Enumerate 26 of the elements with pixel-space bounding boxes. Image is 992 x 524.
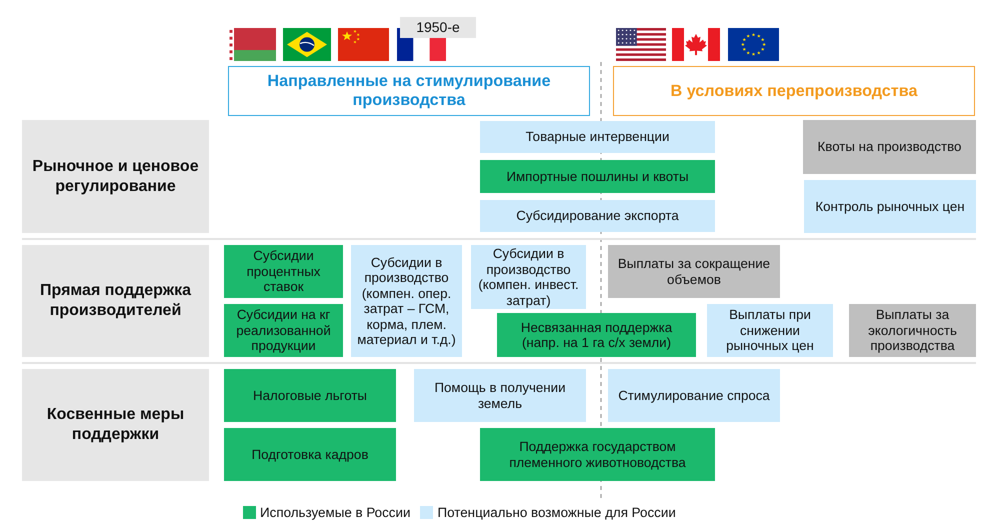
- measure-box: Помощь в получении земель: [414, 369, 586, 422]
- measure-box: Несвязанная поддержка (напр. на 1 га с/х земли): [497, 313, 696, 357]
- row-header: Прямая поддержка производителей: [22, 245, 209, 357]
- measure-box: Субсидии на кг реализованной продукции: [224, 304, 343, 357]
- measure-box: Выплаты за сокращение объемов: [608, 245, 780, 298]
- legend-label: Потенциально возможные для России: [437, 505, 676, 520]
- measure-box: Импортные пошлины и квоты: [480, 160, 715, 193]
- measure-box: Субсидирование экспорта: [480, 200, 715, 232]
- measure-box: Квоты на производство: [803, 120, 976, 174]
- period-tag: 1950-е: [400, 17, 476, 38]
- row-header: Рыночное и ценовое регулирование: [22, 120, 209, 233]
- measure-box: Подготовка кадров: [224, 428, 396, 481]
- column-header: Направленные на стимулирование производства: [228, 66, 590, 116]
- measure-box: Субсидии в производство (компен. опер. затрат – ГСМ, корма, плем. материал и т.д.): [351, 245, 462, 357]
- measure-box: Субсидии процентных ставок: [224, 245, 343, 298]
- measure-box: Субсидии в производство (компен. инвест. затрат): [471, 245, 586, 309]
- measure-box: Товарные интервенции: [480, 121, 715, 153]
- measure-box: Налоговые льготы: [224, 369, 396, 422]
- column-header: В условиях перепроизводства: [613, 66, 975, 116]
- measure-box: Стимулирование спроса: [608, 369, 780, 422]
- measure-box: Поддержка государством племенного животноводства: [480, 428, 715, 481]
- row-header: Косвенные меры поддержки: [22, 369, 209, 481]
- measure-box: Выплаты при снижении рыночных цен: [707, 304, 833, 357]
- measure-box: Контроль рыночных цен: [804, 180, 976, 233]
- legend-label: Используемые в России: [260, 505, 410, 520]
- measure-box: Выплаты за экологичность производства: [849, 304, 976, 357]
